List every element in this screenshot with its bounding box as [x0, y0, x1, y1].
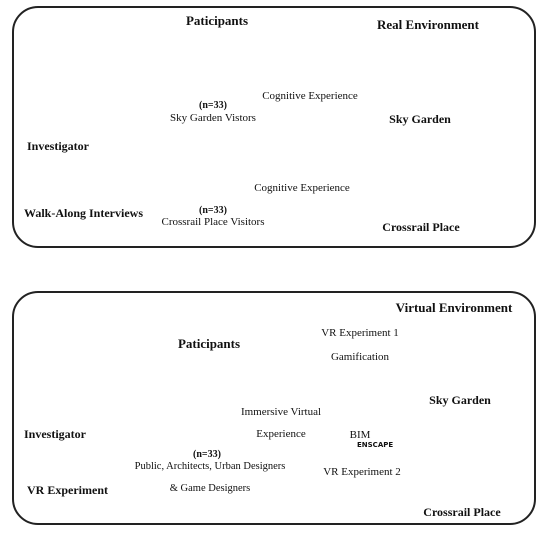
group2-name: Crossrail Place Visitors [161, 216, 265, 228]
place1-label: Sky Garden [389, 112, 451, 126]
enscape-logo-text: ENSCAPE [357, 441, 394, 449]
vr2-tool-label: BIM [349, 429, 371, 441]
participants-title: Paticipants [177, 336, 241, 351]
investigator-label: Investigator [24, 427, 86, 441]
method-label: VR Experiment [27, 483, 108, 497]
group2-count: (n=33) [199, 205, 227, 216]
participants-title: Paticipants [185, 13, 249, 28]
group-line1: Public, Architects, Urban Designers [134, 461, 286, 472]
walk-along-study-panel [12, 6, 536, 248]
group-line2: & Game Designers [169, 483, 251, 494]
experience1-label: Cognitive Experience [262, 90, 358, 102]
experience2-label: Cognitive Experience [254, 182, 350, 194]
vr2-label: VR Experiment 2 [323, 466, 401, 478]
place1-label: Sky Garden [429, 393, 491, 407]
investigator-label: Investigator [27, 139, 89, 153]
experience-line1: Immersive Virtual [240, 406, 322, 418]
vr1-label: VR Experiment 1 [321, 327, 399, 339]
group1-name: Sky Garden Vistors [170, 112, 256, 124]
vr1-tool-label: Gamification [330, 351, 390, 363]
vr-study-panel [12, 291, 536, 525]
experience-line2: Experience [256, 428, 306, 440]
environment-title: Real Environment [377, 17, 479, 32]
group1-count: (n=33) [199, 100, 227, 111]
group-count: (n=33) [193, 449, 221, 460]
place2-label: Crossrail Place [382, 220, 460, 234]
method-label: Walk-Along Interviews [24, 206, 144, 220]
place2-label: Crossrail Place [423, 505, 501, 519]
environment-title: Virtual Environment [395, 300, 513, 315]
